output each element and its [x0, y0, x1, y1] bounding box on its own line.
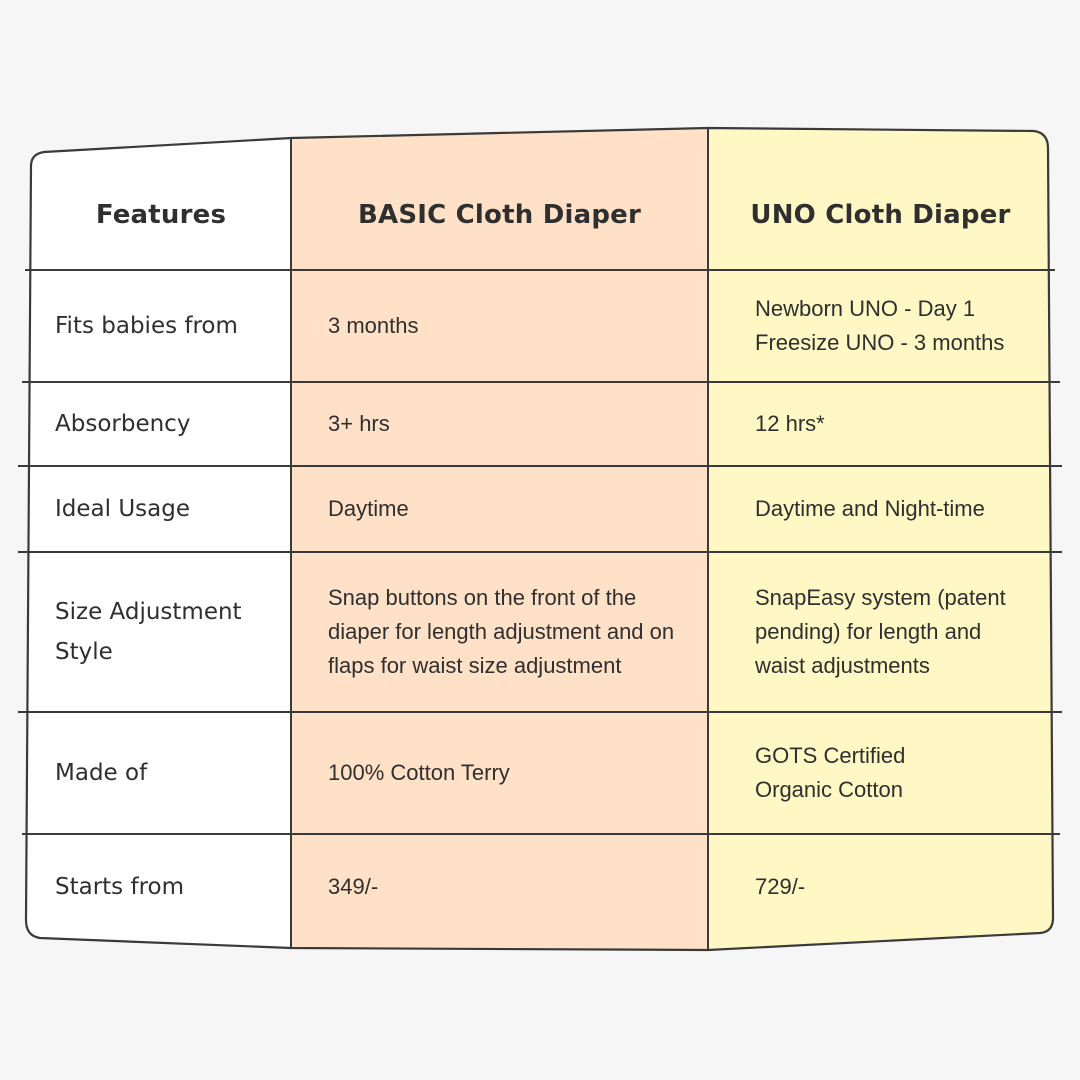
feature-label: Made of — [55, 760, 148, 786]
basic-value: 3+ hrs — [328, 411, 390, 436]
uno-value: GOTS Certified Organic Cotton — [755, 743, 906, 802]
basic-value: Snap buttons on the front of the diaper … — [328, 585, 675, 678]
feature-label: Starts from — [55, 874, 185, 900]
uno-value: SnapEasy system (patent pending) for len… — [755, 585, 1006, 678]
uno-value: 12 hrs* — [755, 411, 825, 436]
basic-value: 3 months — [328, 313, 419, 338]
feature-label: Ideal Usage — [55, 496, 190, 522]
features-column-bg — [26, 138, 291, 948]
uno-column-bg — [708, 128, 1053, 950]
basic-value: 349/- — [328, 874, 379, 899]
header-basic-cloth-diaper: BASIC Cloth Diaper — [357, 200, 642, 230]
header-uno-cloth-diaper: UNO Cloth Diaper — [750, 200, 1011, 230]
feature-label: Absorbency — [55, 411, 191, 437]
table-outer-border — [24, 126, 1055, 952]
basic-value: Daytime — [328, 496, 409, 521]
feature-label: Size Adjustment Style — [55, 599, 242, 665]
feature-label: Fits babies from — [55, 313, 238, 339]
basic-column-bg — [291, 128, 708, 950]
header-features: Features — [95, 200, 227, 230]
uno-value: 729/- — [755, 874, 806, 899]
uno-value: Newborn UNO - Day 1 Freesize UNO - 3 mon… — [755, 296, 1005, 355]
uno-value: Daytime and Night-time — [755, 496, 985, 521]
basic-value: 100% Cotton Terry — [328, 760, 510, 785]
